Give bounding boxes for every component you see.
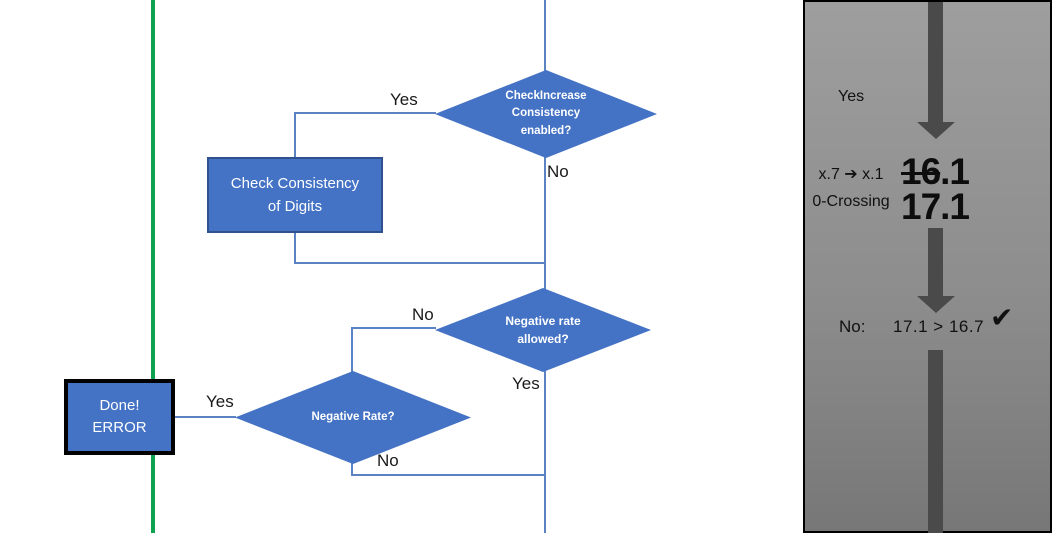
connector-diamond2-to-bottom xyxy=(544,371,546,533)
checkmark-icon: ✔ xyxy=(990,302,1014,333)
new-reading-value: 17.1 xyxy=(901,186,970,227)
connector-no-branch-horizontal xyxy=(352,327,436,329)
unstruck-digits: .1 xyxy=(940,151,970,192)
struck-digits: 16 xyxy=(901,151,941,192)
connector-diamond3-to-done xyxy=(175,416,236,418)
decision-label: CheckIncrease Consistency enabled? xyxy=(505,90,587,137)
zero-crossing-note-line2: 0-Crossing xyxy=(812,193,890,210)
connector-no-branch-down xyxy=(351,327,353,372)
panel-yes-label: Yes xyxy=(838,88,865,105)
connector-diamond3-bottom-stub xyxy=(351,463,353,476)
down-arrow-2-shaft xyxy=(928,228,943,296)
down-arrow-2-head xyxy=(917,296,955,313)
edge-label-no-top: No xyxy=(547,162,569,181)
zero-crossing-note: x.7 ➔ x.1 0-Crossing xyxy=(805,161,897,215)
terminal-done-error: Done! ERROR xyxy=(64,379,175,455)
down-arrow-1-shaft xyxy=(928,2,943,122)
down-arrow-3-shaft xyxy=(928,350,943,533)
connector-box-bottom-horizontal xyxy=(295,262,546,264)
edge-label-yes-top: Yes xyxy=(390,90,418,109)
edge-label-no-mid: No xyxy=(412,305,434,324)
connector-bottom-horizontal xyxy=(352,474,546,476)
old-reading-value: 16.1 xyxy=(901,151,970,192)
decision-label: Negative rate allowed? xyxy=(505,314,581,346)
connector-yes-branch-horizontal xyxy=(295,112,436,114)
process-check-consistency-of-digits: Check Consistency of Digits xyxy=(207,157,383,233)
decision-negative-rate: Negative Rate? xyxy=(235,371,471,464)
connector-top-into-diamond1 xyxy=(544,0,546,71)
gray-annotation-panel: Yes x.7 ➔ x.1 0-Crossing 16.1 17.1 No: 1… xyxy=(803,0,1052,533)
decision-label: Negative Rate? xyxy=(311,410,395,423)
process-label: Check Consistency of Digits xyxy=(230,174,360,215)
edge-label-no-bottom: No xyxy=(377,451,399,470)
zero-crossing-note-line1: x.7 ➔ x.1 xyxy=(818,166,884,183)
edge-label-yes-mid: Yes xyxy=(512,374,540,393)
decision-negative-rate-allowed: Negative rate allowed? xyxy=(435,288,651,372)
terminal-label: Done! ERROR xyxy=(92,396,147,437)
connector-box-bottom-down xyxy=(294,233,296,264)
result-no-label: No: xyxy=(839,317,866,336)
down-arrow-1-head xyxy=(917,122,955,139)
edge-label-yes-done: Yes xyxy=(206,392,234,411)
decision-checkincrease-consistency: CheckIncrease Consistency enabled? xyxy=(435,70,657,158)
connector-diamond1-to-diamond2 xyxy=(544,157,546,289)
green-vertical-line xyxy=(151,0,155,533)
connector-yes-branch-down xyxy=(294,112,296,158)
result-comparison: 17.1 > 16.7 xyxy=(893,317,985,336)
